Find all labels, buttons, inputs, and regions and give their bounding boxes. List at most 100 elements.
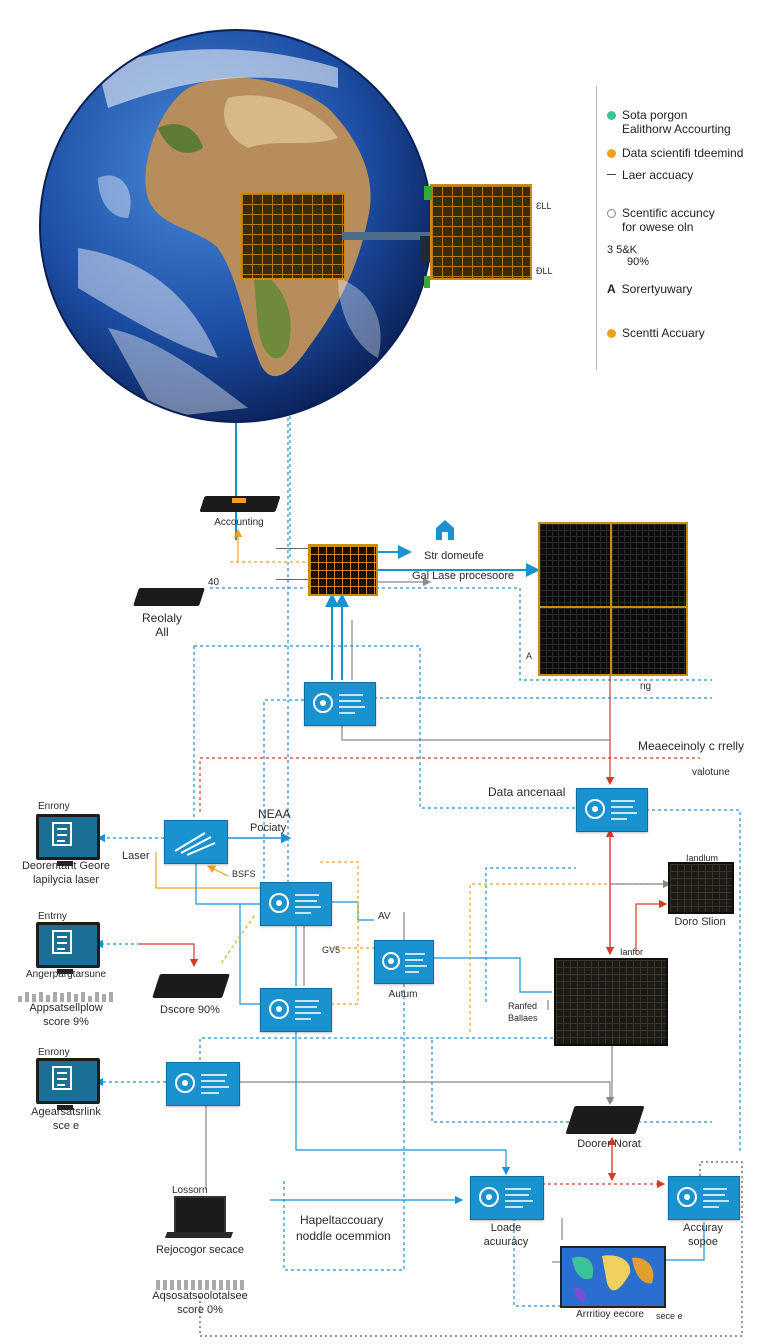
lapily-label: lapilycia laser — [32, 874, 100, 886]
laptop-base — [164, 1232, 234, 1238]
earth-globe — [38, 28, 434, 424]
satellite-antenna-bottom — [424, 276, 430, 288]
processing-node-6[interactable] — [166, 1062, 240, 1106]
dorernent-label: Deorentant Geore — [21, 860, 111, 872]
forty-label: 40 — [208, 577, 220, 588]
esfs-label: BSFS — [232, 869, 256, 879]
satellite-label-top: ƐLL — [536, 201, 552, 211]
satellite-label-bottom: ƉLL — [536, 266, 553, 276]
legend-dot-orange — [607, 149, 616, 158]
dorer-noratt-label: Doorer Norat — [577, 1138, 641, 1150]
monitor-stand — [57, 969, 73, 974]
main-processing-panel — [538, 522, 688, 676]
legend-item-7: Scentti Accuary — [607, 326, 705, 340]
dscore-90-label: Dscore 90% — [160, 1004, 220, 1016]
ianfor-label: Ianfor — [620, 947, 644, 957]
legend-item-2: Data scientifi tdeemind — [607, 146, 743, 160]
legend-text: Ealithorw Accourting — [622, 122, 731, 136]
station-monitor-1[interactable] — [36, 814, 100, 866]
legend-text: Scentific accuncy — [622, 206, 715, 220]
accuracy-node-label: acuuracy — [483, 1236, 529, 1248]
ng-label: ng — [640, 681, 652, 692]
pociaty-label: Pociaty — [250, 822, 287, 834]
monitor-stand — [57, 861, 73, 866]
entrony-label-2: Entrny — [38, 911, 67, 922]
chip-pins-left — [276, 548, 308, 580]
iandlum-label: Iandlum — [686, 853, 719, 863]
legend-text: for owese oln — [622, 220, 694, 234]
score-bars-2 — [156, 1272, 247, 1290]
processor-chip — [308, 544, 378, 596]
world-map-screen — [560, 1246, 666, 1308]
satellite-solar-panel-left — [240, 192, 346, 280]
reolaly-label: Reolaly — [141, 611, 183, 625]
loade-label: Loade — [490, 1222, 522, 1234]
legend-item-1: Sota porgon Ealithorw Accourting — [607, 108, 731, 136]
laptop-screen — [174, 1196, 226, 1234]
legend-dash-icon — [607, 174, 616, 175]
str-domain-label: Str domeufe — [424, 550, 484, 562]
accounting-device-light — [232, 498, 246, 503]
legend-ring-icon — [607, 209, 616, 218]
angular-label: Angerpargtarsune — [25, 969, 107, 980]
autum-label: Autum — [388, 989, 418, 1000]
appscore-label-2: Agearsatsrlink — [31, 1106, 101, 1118]
station-monitor-2[interactable] — [36, 922, 100, 974]
processing-node-1[interactable] — [304, 682, 376, 726]
hapel-label: Hapeltaccouary — [300, 1213, 384, 1227]
gal-processor-label: Gal Lase procesoore — [412, 570, 515, 582]
noddle-label: noddle ocemmion — [296, 1229, 391, 1243]
legend-text: Data scientifi tdeemind — [622, 146, 744, 160]
station-monitor-3[interactable] — [36, 1058, 100, 1110]
sopoe-label: sopoe — [688, 1236, 718, 1248]
satellite-antenna-top — [424, 186, 432, 200]
panel-divider-h — [538, 606, 686, 608]
score-e2-label: sece e — [656, 1311, 683, 1321]
accounting-label: Accounting — [214, 517, 264, 528]
panel-divider-v — [610, 522, 612, 674]
processing-node-5[interactable] — [260, 988, 332, 1032]
balues-label: Ballaes — [508, 1013, 538, 1023]
legend-text: Scentti Accuary — [622, 326, 705, 340]
processing-node-3[interactable] — [260, 882, 332, 926]
a-small-label: A — [526, 651, 533, 661]
measurement-label: Meaeceinoly c rrelly — [638, 739, 745, 753]
processing-node-laser[interactable] — [164, 820, 228, 864]
processing-node-loade[interactable] — [470, 1176, 544, 1220]
accuray-label: Accuray — [683, 1222, 723, 1234]
arritoy-label: Arrritioy eecore — [576, 1309, 644, 1320]
laser-label: Laser — [122, 850, 150, 862]
gv5-label: GV5 — [322, 945, 341, 955]
processing-node-autum[interactable] — [374, 940, 434, 984]
score-bars-1 — [18, 984, 116, 1002]
doran-slion-label: Doro Slion — [674, 916, 726, 928]
av-label: AV — [378, 911, 391, 922]
dscore-device — [152, 974, 230, 998]
dashboard-panel-small — [668, 862, 734, 914]
data-ancestral-label: Data ancenaal — [488, 785, 566, 799]
legend-text: Sorertyuwary — [621, 282, 693, 296]
neaa-label: NEAA — [258, 807, 291, 821]
legend-glyph-icon: A — [607, 282, 616, 296]
processing-node-accuray[interactable] — [668, 1176, 740, 1220]
score9-label: score 9% — [43, 1016, 89, 1028]
satellite-boom — [342, 232, 430, 240]
legend-dot-green — [607, 111, 616, 120]
legend-dot-orange — [607, 329, 616, 338]
dorer-device — [565, 1106, 645, 1134]
legend-text: Laer accuacy — [622, 168, 694, 182]
entrony-label-3: Enrony — [38, 1047, 70, 1058]
repogor-label: Rejocogor secace — [155, 1244, 245, 1256]
processing-node-data[interactable] — [576, 788, 648, 832]
dashboard-panel-large — [554, 958, 668, 1046]
baluel-label: Ranfed — [508, 1001, 538, 1011]
legend-panel: Sota porgon Ealithorw Accourting Data sc… — [596, 86, 767, 370]
satellite-solar-panel-right — [430, 184, 532, 280]
legend-text: 3 5&K — [607, 244, 637, 256]
reolaly-device — [133, 588, 205, 606]
valotune-label: valotune — [692, 767, 730, 778]
legend-item-3: Laer accuacy — [607, 168, 693, 182]
legend-item-4: Scentific accuncy for owese oln — [607, 206, 715, 234]
lossorn-label: Lossorn — [172, 1185, 208, 1196]
